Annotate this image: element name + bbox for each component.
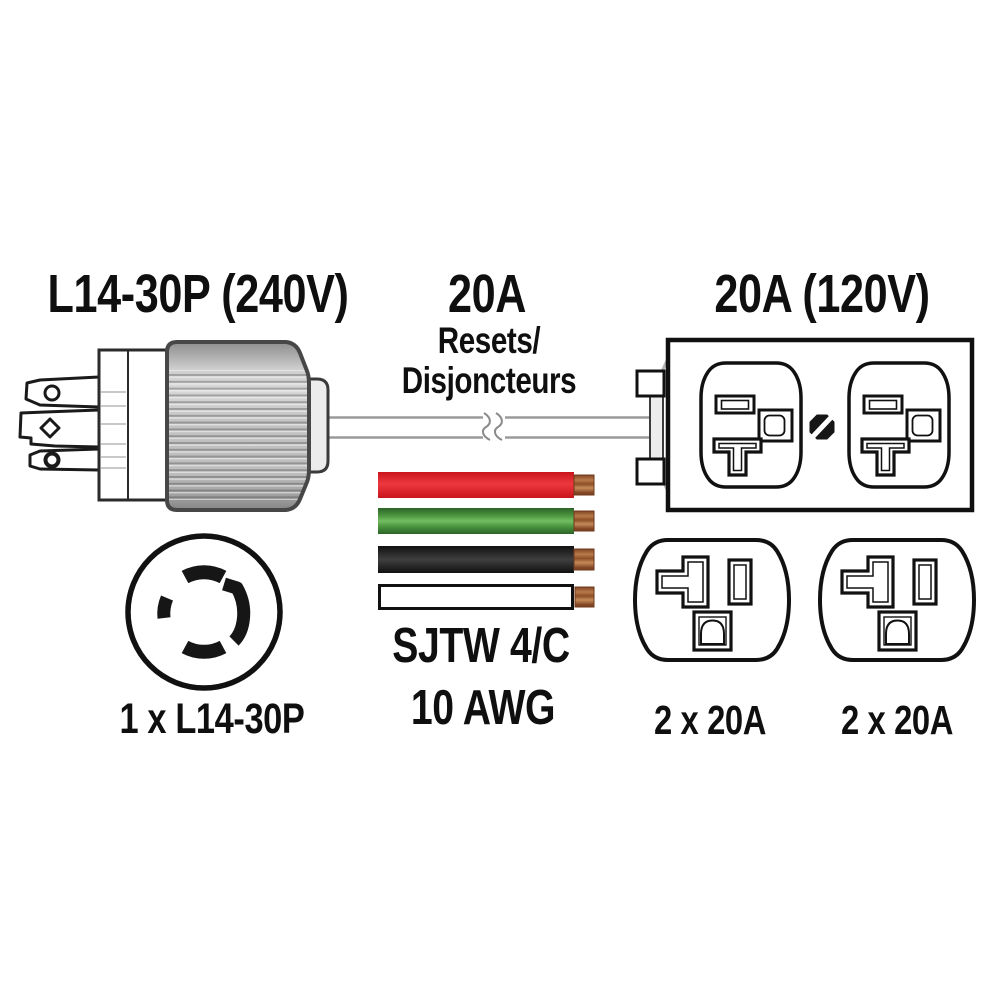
mount-strip (649, 395, 664, 460)
copper-tip (573, 548, 595, 571)
blade-left (157, 595, 174, 619)
wire-white (378, 584, 595, 610)
center-screw (809, 414, 835, 440)
plug-ribbed-body (165, 340, 311, 512)
copper-tip (574, 586, 595, 608)
cord-break-gap (483, 411, 505, 444)
wire-red (378, 472, 595, 498)
cord-break-squiggle (481, 412, 503, 441)
breaker-amps-label: 20A (447, 264, 527, 324)
cable-type-label: SJTW 4/C (392, 619, 570, 673)
plug-prong-bottom (28, 447, 101, 472)
box-receptacle-left (699, 361, 803, 489)
receptacle-face-left (633, 538, 791, 662)
outlet-left-count-label: 2 x 20A (653, 697, 767, 743)
outlet-title: 20A (120V) (714, 264, 930, 324)
conductor-wires (378, 472, 595, 610)
plug-collar (97, 348, 170, 502)
plug-prongs (18, 375, 101, 472)
plug-count-label: 1 x L14-30P (119, 695, 305, 743)
plug-title: L14-30P (240V) (47, 264, 349, 324)
receptacle-face-right (818, 538, 976, 662)
outlet-box (635, 337, 975, 513)
box-receptacle-right (847, 361, 951, 489)
breaker-resets-label: Resets/ (437, 320, 541, 361)
mount-tab-bottom (635, 457, 666, 486)
plug-face-front (125, 533, 283, 691)
wire-green (378, 508, 595, 534)
outlet-right-count-label: 2 x 20A (840, 697, 954, 743)
blade-bottom (181, 640, 227, 659)
cable-gauge-label: 10 AWG (410, 681, 556, 735)
mount-tab-top (635, 369, 666, 398)
breaker-disjoncteurs-label: Disjoncteurs (401, 360, 577, 401)
copper-tip (573, 510, 595, 532)
power-cord (327, 411, 651, 444)
blade-top (181, 565, 227, 584)
copper-tip (573, 474, 595, 496)
wire-black (378, 546, 595, 573)
blade-right-hook (222, 577, 251, 646)
plug-side-view (18, 340, 330, 512)
plug-prong-top (24, 375, 101, 409)
